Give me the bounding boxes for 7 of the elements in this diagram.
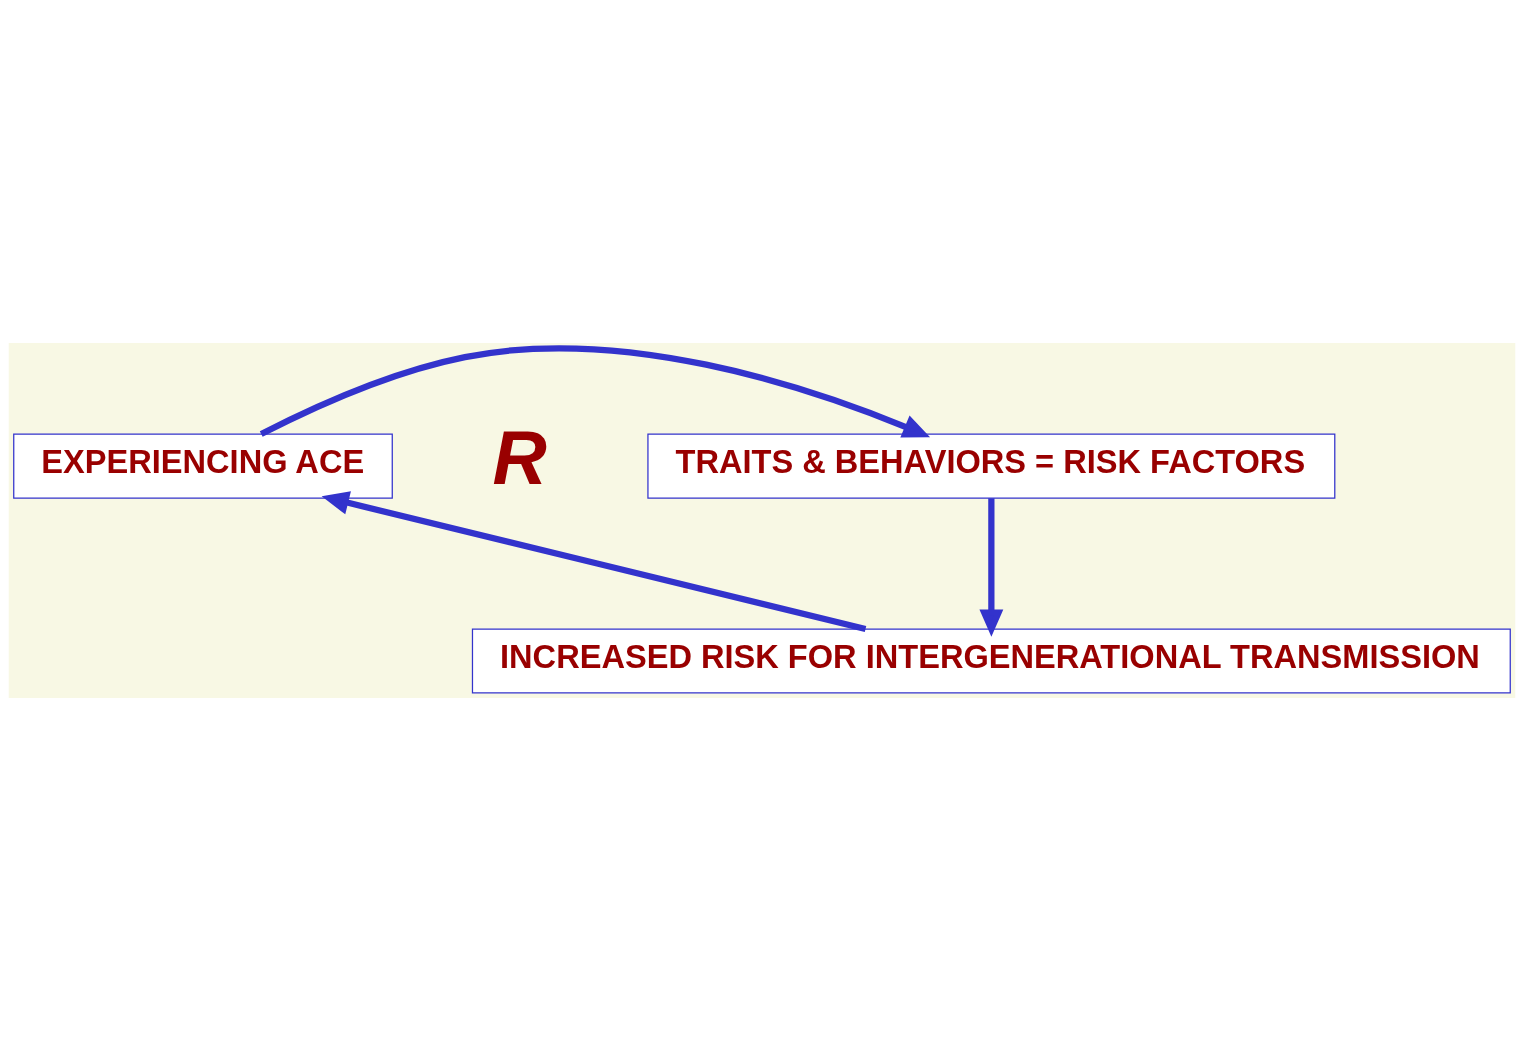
arrow: [321, 490, 867, 632]
arrow: [259, 344, 931, 438]
node-box: TRAITS & BEHAVIORS = RISK FACTORS: [647, 433, 1336, 499]
arrow: [979, 497, 1004, 637]
node-box: INCREASED RISK FOR INTERGENERATIONAL TRANSMISSION: [471, 627, 1511, 694]
node-box: EXPERIENCING ACE: [13, 433, 393, 499]
label: R: [492, 415, 547, 500]
